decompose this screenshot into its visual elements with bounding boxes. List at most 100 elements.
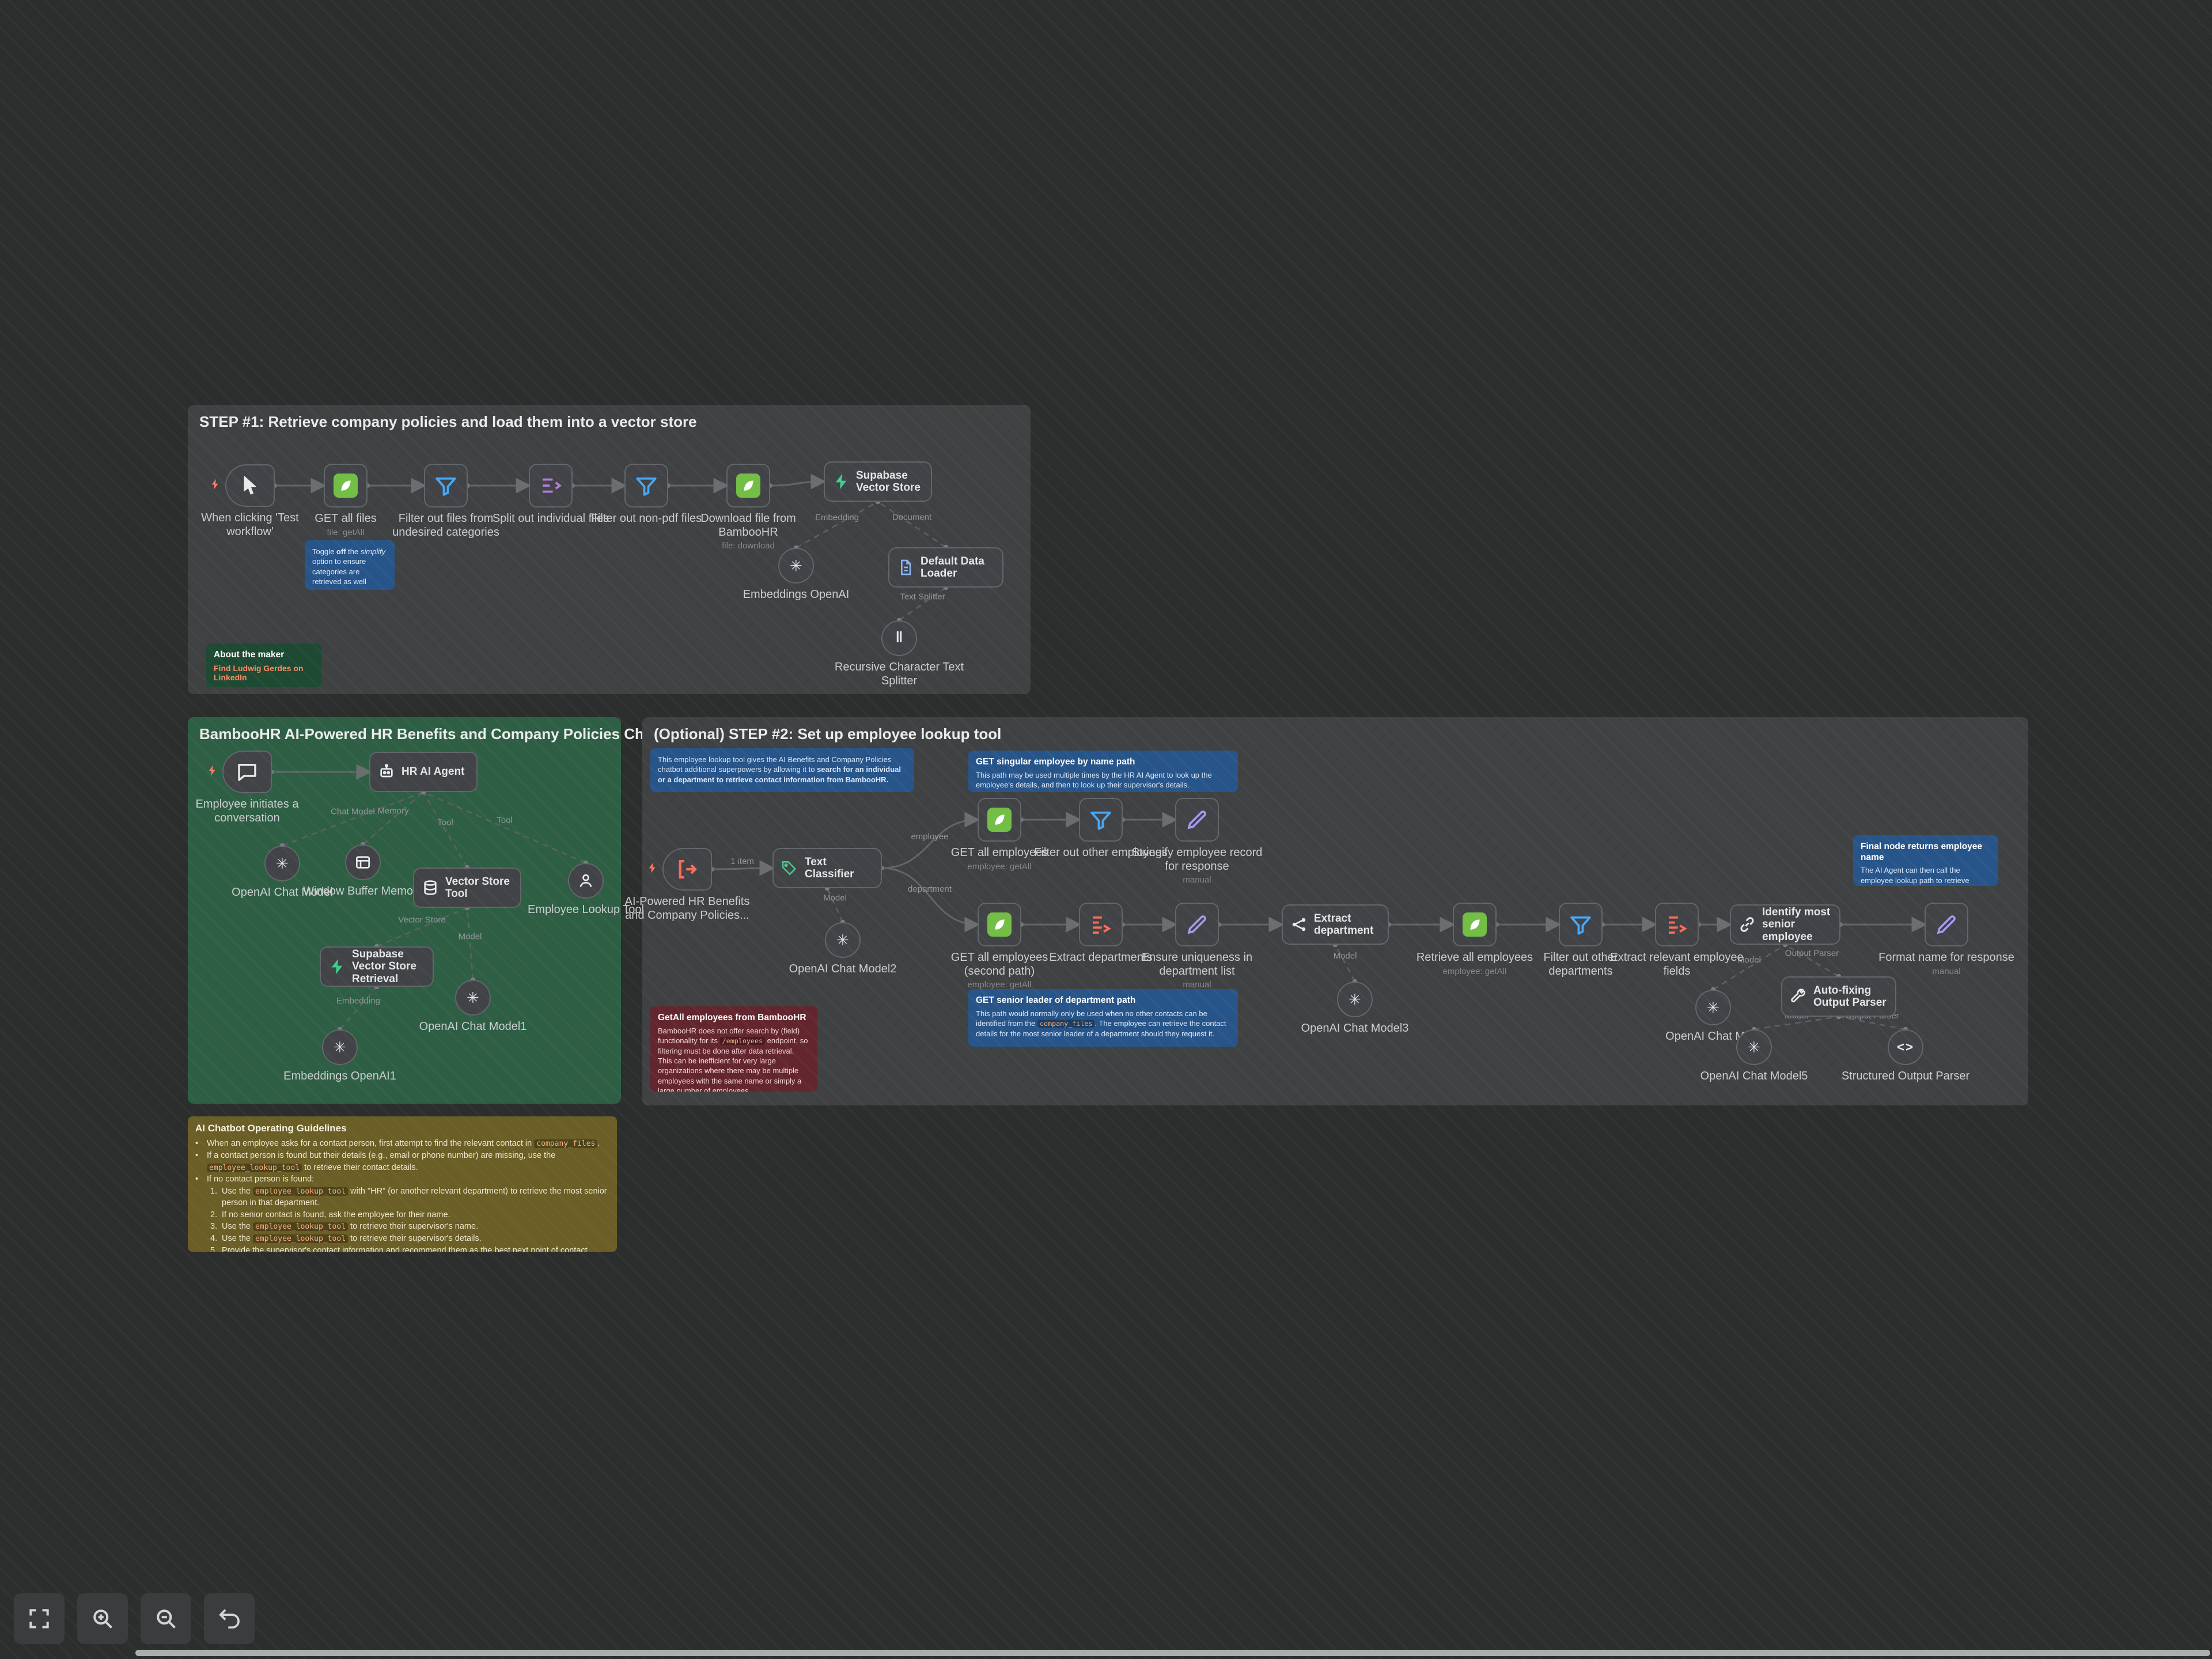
- guideline-text: If a contact person is found but their d…: [207, 1150, 556, 1172]
- filter-undesired-node[interactable]: [424, 464, 468, 507]
- svg-text:Memory: Memory: [377, 806, 409, 816]
- tool-trigger-node[interactable]: [649, 848, 712, 891]
- text-classifier-node[interactable]: Text Classifier: [772, 848, 882, 888]
- extract-department-node[interactable]: Extract department: [1282, 904, 1389, 945]
- get-all-employees-2-node[interactable]: [978, 903, 1021, 946]
- openai-chat-model5-node[interactable]: ✳: [1736, 1029, 1772, 1065]
- guideline-text: If no contact person is found:: [207, 1175, 315, 1184]
- guideline-marker: 5.: [210, 1245, 218, 1252]
- auto-fixing-parser-node[interactable]: Auto-fixing Output Parser: [1781, 976, 1896, 1017]
- svg-text:Text Splitter: Text Splitter: [900, 592, 945, 602]
- get-all-employees-2-sublabel: employee: getAll: [967, 980, 1032, 990]
- supabase-vector-store-node[interactable]: Supabase Vector Store: [824, 461, 932, 502]
- get-all-files-sublabel: file: getAll: [327, 527, 365, 537]
- openai-chat-model2-node[interactable]: ✳: [825, 922, 861, 958]
- note-operating-guidelines[interactable]: AI Chatbot Operating Guidelines•When an …: [188, 1116, 617, 1252]
- openai-chat-model1-node[interactable]: ✳: [455, 980, 491, 1016]
- filter-other-departments-label: Filter out other departments: [1543, 951, 1618, 978]
- extract-fields-node[interactable]: [1655, 903, 1699, 946]
- split-out-files-node[interactable]: [529, 464, 573, 507]
- note-toggle-note[interactable]: Toggle off the simplify option to ensure…: [305, 540, 395, 590]
- openai-icon: ✳: [1707, 998, 1719, 1016]
- openai-chat-model4-node[interactable]: ✳: [1695, 990, 1731, 1025]
- extract-icon: [1665, 912, 1689, 937]
- guideline-text: Use the employee_lookup_tool with "HR" (…: [222, 1186, 607, 1208]
- hr-ai-agent-node[interactable]: HR AI Agent: [369, 752, 478, 792]
- horizontal-scrollbar[interactable]: [135, 1650, 2210, 1656]
- split-icon: [539, 474, 563, 498]
- extract-icon: [1089, 912, 1113, 937]
- structured-parser-node[interactable]: <>: [1888, 1029, 1923, 1065]
- recursive-splitter-node[interactable]: ‖: [881, 620, 917, 656]
- extract-departments-label: Extract departments: [1049, 951, 1153, 964]
- filter-other-departments-node[interactable]: [1559, 903, 1603, 946]
- undo-button[interactable]: [204, 1593, 255, 1644]
- openai-icon: ✳: [276, 854, 289, 872]
- ensure-uniqueness-node[interactable]: [1175, 903, 1219, 946]
- codebrackets-icon: <>: [1896, 1040, 1915, 1054]
- memory-icon: [354, 853, 372, 872]
- tag-icon: [781, 859, 799, 877]
- filter-other-employees-node[interactable]: [1079, 798, 1123, 842]
- format-name-sublabel: manual: [1932, 966, 1961, 976]
- filter-non-pdf-node[interactable]: [624, 464, 668, 507]
- funnel-icon: [1089, 808, 1113, 832]
- filter-other-employees-label: Filter out other employees: [1034, 846, 1168, 859]
- guideline-row: •If no contact person is found:: [195, 1173, 609, 1185]
- embeddings-openai1-node[interactable]: ✳: [322, 1029, 358, 1065]
- openai-icon: ✳: [1349, 990, 1361, 1008]
- stringify-record-node[interactable]: [1175, 798, 1219, 842]
- get-all-files-node[interactable]: [324, 464, 368, 507]
- group-title-step1: STEP #1: Retrieve company policies and l…: [199, 413, 697, 430]
- employee-lookup-tool-node[interactable]: [568, 863, 604, 899]
- pencil-icon: [1185, 912, 1209, 937]
- doc-icon: [896, 558, 915, 577]
- manual-trigger-node[interactable]: [211, 464, 275, 507]
- openai-chat-model-node[interactable]: ✳: [264, 846, 300, 881]
- openai-chat-model1-label: OpenAI Chat Model1: [419, 1020, 527, 1033]
- format-name-node[interactable]: [1925, 903, 1968, 946]
- guideline-text: When an employee asks for a contact pers…: [207, 1139, 600, 1149]
- retrieve-all-employees-node[interactable]: [1453, 903, 1497, 946]
- extract-departments-node[interactable]: [1079, 903, 1123, 946]
- fit-view-button[interactable]: [14, 1593, 65, 1644]
- identify-senior-node[interactable]: Identify most senior employee: [1730, 904, 1840, 945]
- svg-text:Model: Model: [1737, 955, 1761, 965]
- note-lookup-tool-note[interactable]: This employee lookup tool gives the AI B…: [650, 748, 914, 792]
- funnel-icon: [434, 474, 458, 498]
- chat-trigger-node[interactable]: [209, 751, 272, 793]
- guideline-row: 2.If no senior contact is found, ask the…: [210, 1209, 609, 1221]
- window-buffer-memory-node[interactable]: [345, 844, 381, 880]
- tool-trigger-label: AI-Powered HR Benefits and Company Polic…: [624, 895, 750, 922]
- recursive-splitter-label: Recursive Character Text Splitter: [834, 661, 964, 687]
- zoom-in-button[interactable]: [77, 1593, 128, 1644]
- vector-store-tool-node[interactable]: Vector Store Tool: [413, 868, 521, 908]
- guideline-text: Provide the supervisor's contact informa…: [222, 1245, 590, 1252]
- get-all-employees-node[interactable]: [978, 798, 1021, 842]
- default-data-loader-node[interactable]: Default Data Loader: [888, 547, 1003, 588]
- funnel-icon: [634, 474, 658, 498]
- download-file-node[interactable]: [726, 464, 770, 507]
- window-buffer-memory-label: Window Buffer Memory: [303, 885, 423, 897]
- svg-text:Chat Model: Chat Model: [331, 807, 375, 817]
- openai-icon: ✳: [836, 931, 849, 949]
- text-classifier-title: Text Classifier: [805, 855, 854, 880]
- openai-chat-model4-label: OpenAI Chat Mo...: [1665, 1030, 1761, 1043]
- guideline-marker: 3.: [210, 1222, 218, 1232]
- supabase-retrieval-node[interactable]: Supabase Vector Store Retrieval: [320, 946, 434, 987]
- maker-linkedin-link[interactable]: Find Ludwig Gerdes on LinkedIn: [214, 663, 304, 682]
- guideline-marker: 2.: [210, 1210, 218, 1219]
- embeddings-openai-node[interactable]: ✳: [778, 548, 814, 584]
- openai-chat-model3-node[interactable]: ✳: [1337, 982, 1373, 1017]
- zoom-out-button[interactable]: [141, 1593, 191, 1644]
- group-title-step2: (Optional) STEP #2: Set up employee look…: [654, 725, 1002, 743]
- identify-senior-title: Identify most senior employee: [1762, 906, 1831, 943]
